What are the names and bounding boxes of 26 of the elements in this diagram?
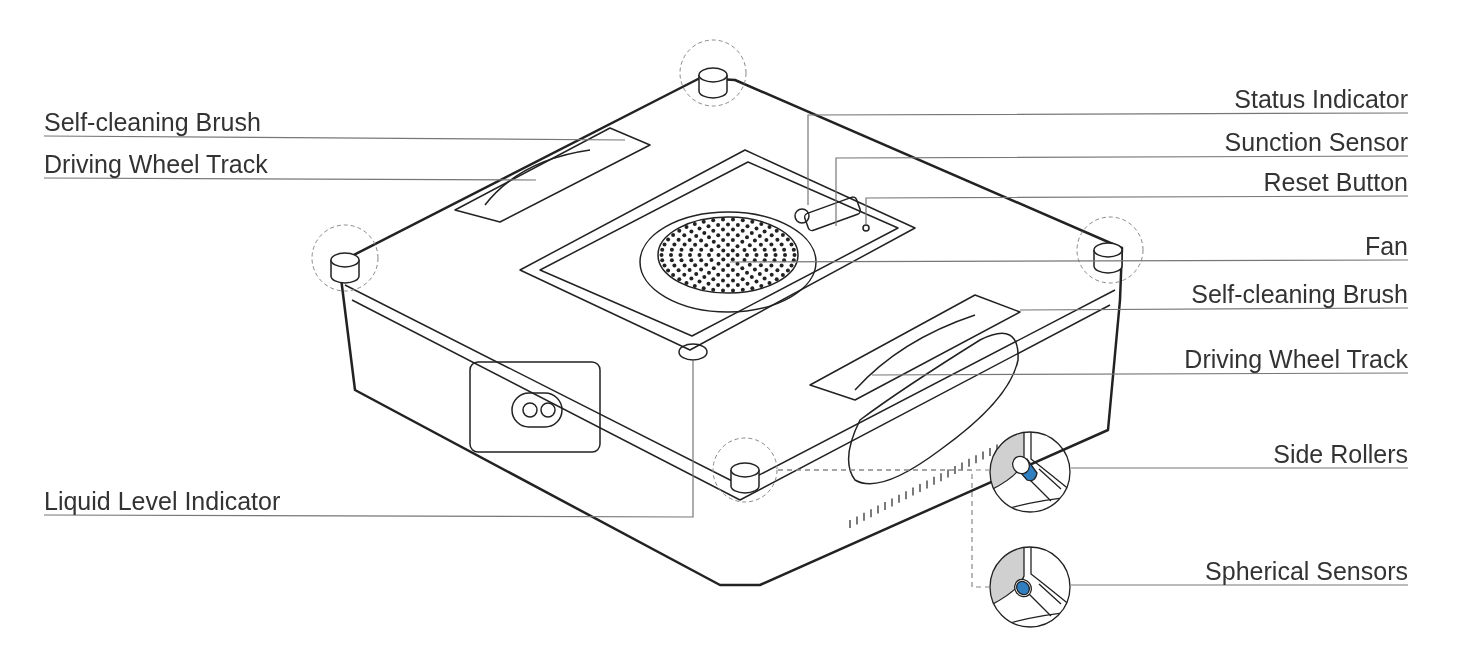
- part-label: Self-cleaning Brush: [44, 108, 261, 136]
- dashed-connector: [777, 469, 990, 588]
- leader-line: [43, 135, 626, 141]
- leader-line: [871, 372, 1409, 376]
- leader-line: [807, 112, 1409, 206]
- roller-closeup-drawing: [989, 546, 1071, 628]
- leader-line: [43, 177, 537, 181]
- leader-line: [1019, 307, 1409, 311]
- part-label: Side Rollers: [1273, 440, 1408, 468]
- leader-line: [1070, 467, 1409, 469]
- leader-line: [1070, 584, 1409, 586]
- highlight-circle: [712, 437, 778, 503]
- leader-line: [835, 155, 1409, 227]
- part-label: Liquid Level Indicator: [44, 487, 281, 515]
- part-label: Spherical Sensors: [1205, 557, 1408, 585]
- part-label: Driving Wheel Track: [44, 150, 268, 178]
- part-label: Fan: [1364, 232, 1408, 260]
- part-label: Driving Wheel Track: [1184, 345, 1408, 373]
- part-label: Sunction Sensor: [1224, 128, 1408, 156]
- part-label: Self-cleaning Brush: [1191, 280, 1408, 308]
- leader-line: [729, 259, 1409, 263]
- part-label: Reset Button: [1263, 168, 1408, 196]
- part-label: Status Indicator: [1234, 85, 1408, 113]
- leader-line: [865, 195, 1409, 226]
- leader-line: [43, 359, 694, 518]
- roller-closeup-drawing: [989, 431, 1071, 513]
